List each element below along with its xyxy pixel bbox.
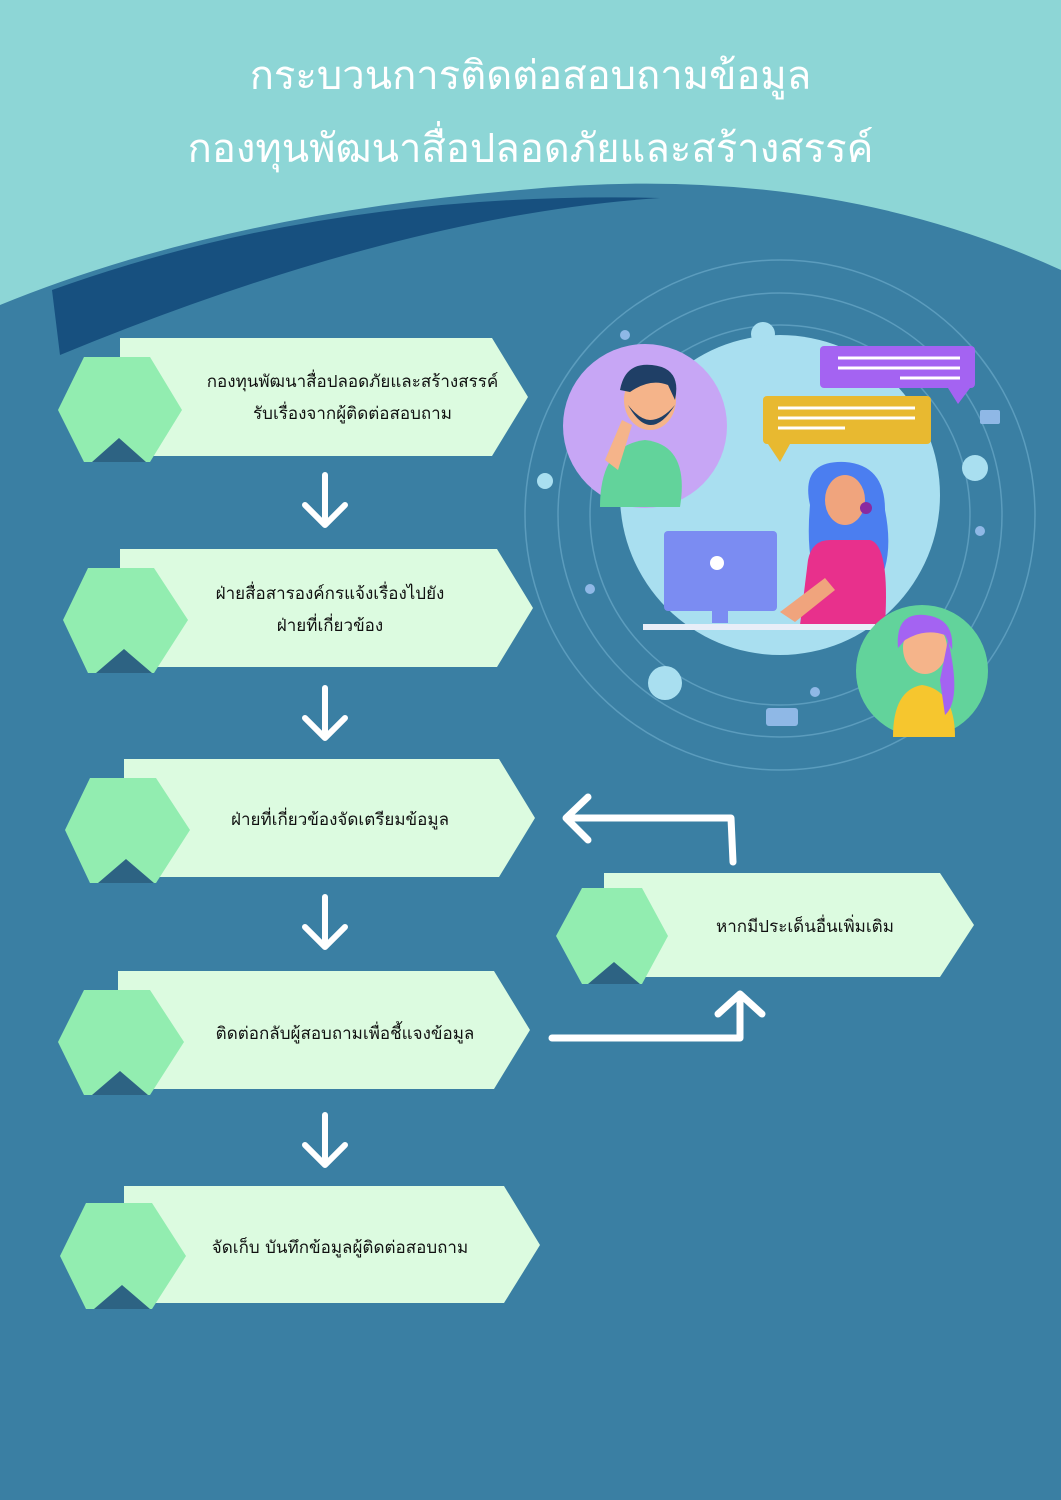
step-2-line2: ฝ่ายที่เกี่ยวข้อง	[276, 616, 384, 636]
step-card-3	[65, 759, 535, 883]
step-2-line1: ฝ่ายสื่อสารองค์กรแจ้งเรื่องไปยัง	[215, 583, 445, 604]
step-1-text: กองทุนพัฒนาสื่อปลอดภัยและสร้างสรรค์ รับเ…	[180, 366, 525, 430]
down-arrow-icon	[302, 685, 348, 741]
step-4-text: ติดต่อกลับผู้สอบถามเพื่อชี้แจงข้อมูล	[215, 1023, 475, 1044]
step-card-5	[60, 1186, 540, 1309]
step-card-2	[63, 549, 533, 673]
side-step-text: หากมีประเด็นอื่นเพิ่มเติม	[716, 916, 894, 937]
down-arrow-icon	[302, 894, 348, 950]
step-2-text: ฝ่ายสื่อสารองค์กรแจ้งเรื่องไปยัง ฝ่ายที่…	[190, 578, 470, 642]
page-title-line2: กองทุนพัฒนาสื่อปลอดภัยและสร้างสรรค์	[187, 126, 874, 172]
step-card-4	[58, 971, 530, 1095]
forward-arrow-icon	[548, 990, 766, 1042]
step-1-line1: กองทุนพัฒนาสื่อปลอดภัยและสร้างสรรค์	[206, 371, 499, 392]
step-card-1	[58, 338, 528, 462]
step-3-text: ฝ่ายที่เกี่ยวข้องจัดเตรียมข้อมูล	[230, 809, 450, 830]
down-arrow-icon	[302, 1112, 348, 1168]
return-arrow-icon	[562, 793, 737, 866]
step-5-text: จัดเก็บ บันทึกข้อมูลผู้ติดต่อสอบถาม	[211, 1237, 469, 1258]
down-arrow-icon	[302, 472, 348, 528]
step-1-line2: รับเรื่องจากผู้ติดต่อสอบถาม	[253, 404, 452, 424]
side-step-card	[556, 873, 974, 984]
page-title-line1: กระบวนการติดต่อสอบถามข้อมูล	[249, 53, 812, 99]
